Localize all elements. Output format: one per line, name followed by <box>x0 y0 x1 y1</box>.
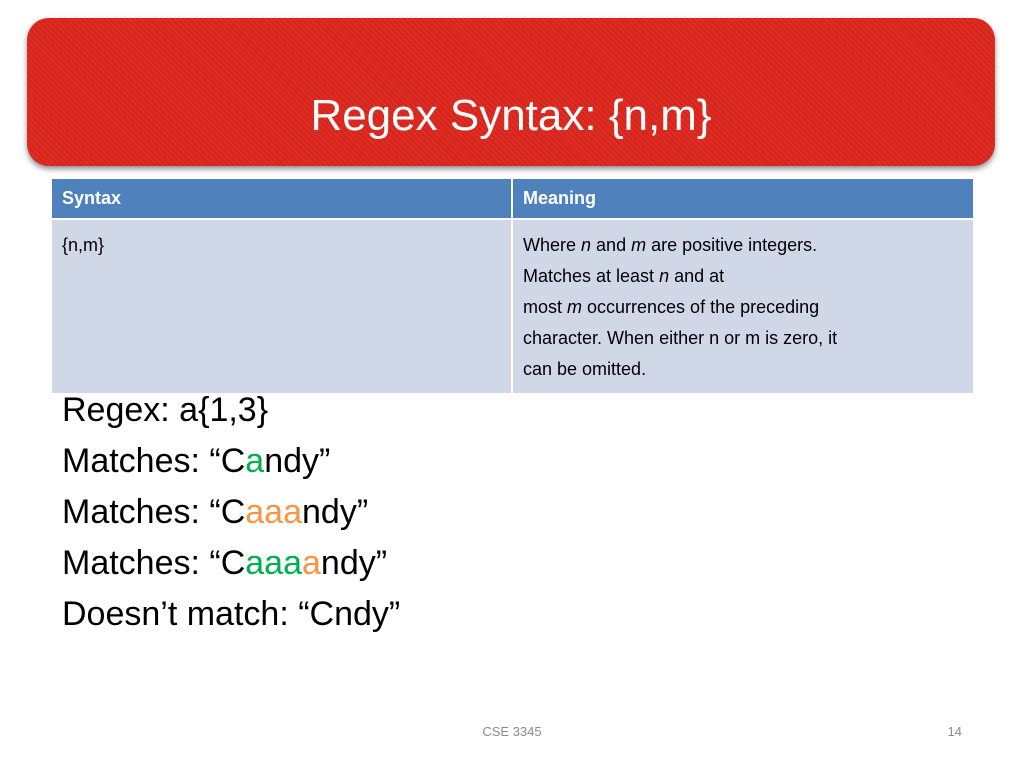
syntax-table: Syntax Meaning {n,m} Where n and m are p… <box>52 179 973 393</box>
table-row: {n,m} Where n and m are positive integer… <box>52 218 973 393</box>
match-line-2: Matches: “Caaandy” <box>62 487 400 538</box>
meaning-line-3: most m occurrences of the preceding <box>523 292 963 323</box>
meaning-var-m: m <box>567 297 583 317</box>
no-match-line: Doesn’t match: “Cndy” <box>62 595 401 633</box>
match-text: ndy” <box>264 442 331 480</box>
match-line-3: Matches: “Caaaandy” <box>62 538 400 589</box>
match-text: Matches: “C <box>62 442 246 480</box>
meaning-text: occurrences of the preceding <box>582 297 820 317</box>
cell-syntax: {n,m} <box>52 218 513 393</box>
regex-line: Regex: a{1,3} <box>62 391 269 429</box>
examples-block: Regex: a{1,3} Matches: “Candy” Matches: … <box>62 385 400 640</box>
meaning-var-m: m <box>631 235 647 255</box>
header-meaning: Meaning <box>512 179 973 219</box>
meaning-text: and at <box>669 266 725 286</box>
meaning-text: most <box>523 297 568 317</box>
match-highlight-orange: a <box>302 544 321 582</box>
cell-meaning: Where n and m are positive integers. Mat… <box>512 218 973 393</box>
match-text: Matches: “C <box>62 493 246 531</box>
meaning-line-2: Matches at least n and at <box>523 261 963 292</box>
match-text: ndy” <box>302 493 369 531</box>
match-text: ndy” <box>320 544 388 582</box>
meaning-text: Matches at least <box>523 266 660 286</box>
match-line-1: Matches: “Candy” <box>62 436 400 487</box>
meaning-text: are positive integers. <box>646 235 818 255</box>
meaning-line-1: Where n and m are positive integers. <box>523 230 963 261</box>
meaning-var-n: n <box>581 235 592 255</box>
match-highlight-orange: aaa <box>245 493 302 531</box>
title-banner: Regex Syntax: {n,m} <box>27 18 995 166</box>
meaning-line-4: character. When either n or m is zero, i… <box>523 328 838 348</box>
meaning-var-n: n <box>659 266 670 286</box>
slide-title: Regex Syntax: {n,m} <box>310 91 712 140</box>
match-text: Matches: “C <box>62 544 246 582</box>
footer-course: CSE 3345 <box>482 724 542 739</box>
meaning-text: Where <box>523 235 582 255</box>
table-header-row: Syntax Meaning <box>52 179 973 219</box>
header-syntax: Syntax <box>52 179 513 219</box>
footer-page-number: 14 <box>947 724 962 739</box>
match-highlight-green: a <box>245 442 265 480</box>
meaning-text: and <box>591 235 632 255</box>
match-highlight-green: aaa <box>245 544 302 582</box>
meaning-line-5: can be omitted. <box>523 359 647 379</box>
